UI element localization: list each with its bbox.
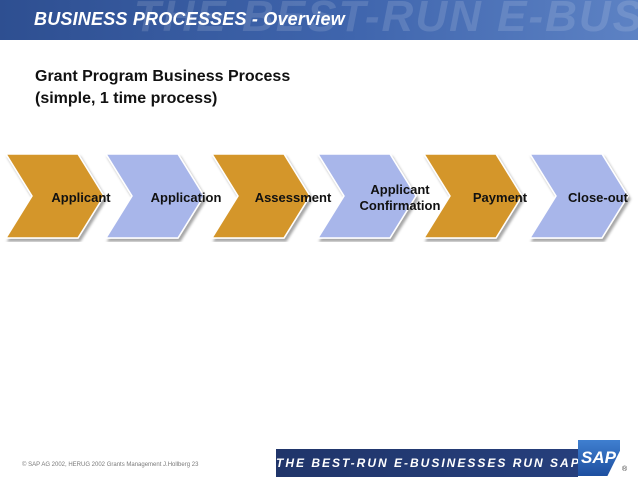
diagram-subtitle: Grant Program Business Process (simple, … [35, 66, 290, 110]
step-label-payment: Payment [472, 190, 528, 205]
registered-mark: ® [622, 466, 628, 473]
chevron-step-2 [104, 153, 205, 239]
step-label-applicant: Applicant [51, 190, 111, 205]
chevron-step-4 [316, 153, 417, 239]
step-label-close-out: Close-out [568, 190, 628, 205]
chevron-step-1 [4, 153, 105, 239]
chevron-step-3 [210, 153, 311, 239]
copyright-text: © SAP AG 2002, HERUG 2002 Grants Managem… [22, 462, 199, 468]
sap-logo: SAP ® [578, 440, 630, 476]
subtitle-line-1: Grant Program Business Process [35, 68, 291, 85]
step-label-line-1: Applicant [370, 182, 430, 197]
step-label-assessment: Assessment [254, 190, 332, 205]
step-label-line-2: Confirmation [359, 198, 441, 213]
step-label-application: Application [150, 190, 222, 205]
chevron-step-6 [528, 153, 629, 239]
process-flow: Applicant Application Assessment Applica… [0, 150, 638, 242]
footer-tagline: THE BEST-RUN E-BUSINESSES RUN SAP [276, 449, 579, 477]
chevron-step-5 [422, 153, 523, 239]
process-chevrons [4, 153, 629, 239]
subtitle-line-2: (simple, 1 time process) [35, 90, 218, 107]
header-watermark: THE BEST-RUN E-BUS [133, 0, 638, 40]
header-bar: THE BEST-RUN E-BUS BUSINESS PROCESSES - … [0, 0, 638, 40]
step-label-applicant-confirmation: Applicant Confirmation [352, 182, 448, 214]
sap-logo-text: SAP [578, 440, 620, 476]
page-title: BUSINESS PROCESSES - Overview [34, 9, 345, 29]
